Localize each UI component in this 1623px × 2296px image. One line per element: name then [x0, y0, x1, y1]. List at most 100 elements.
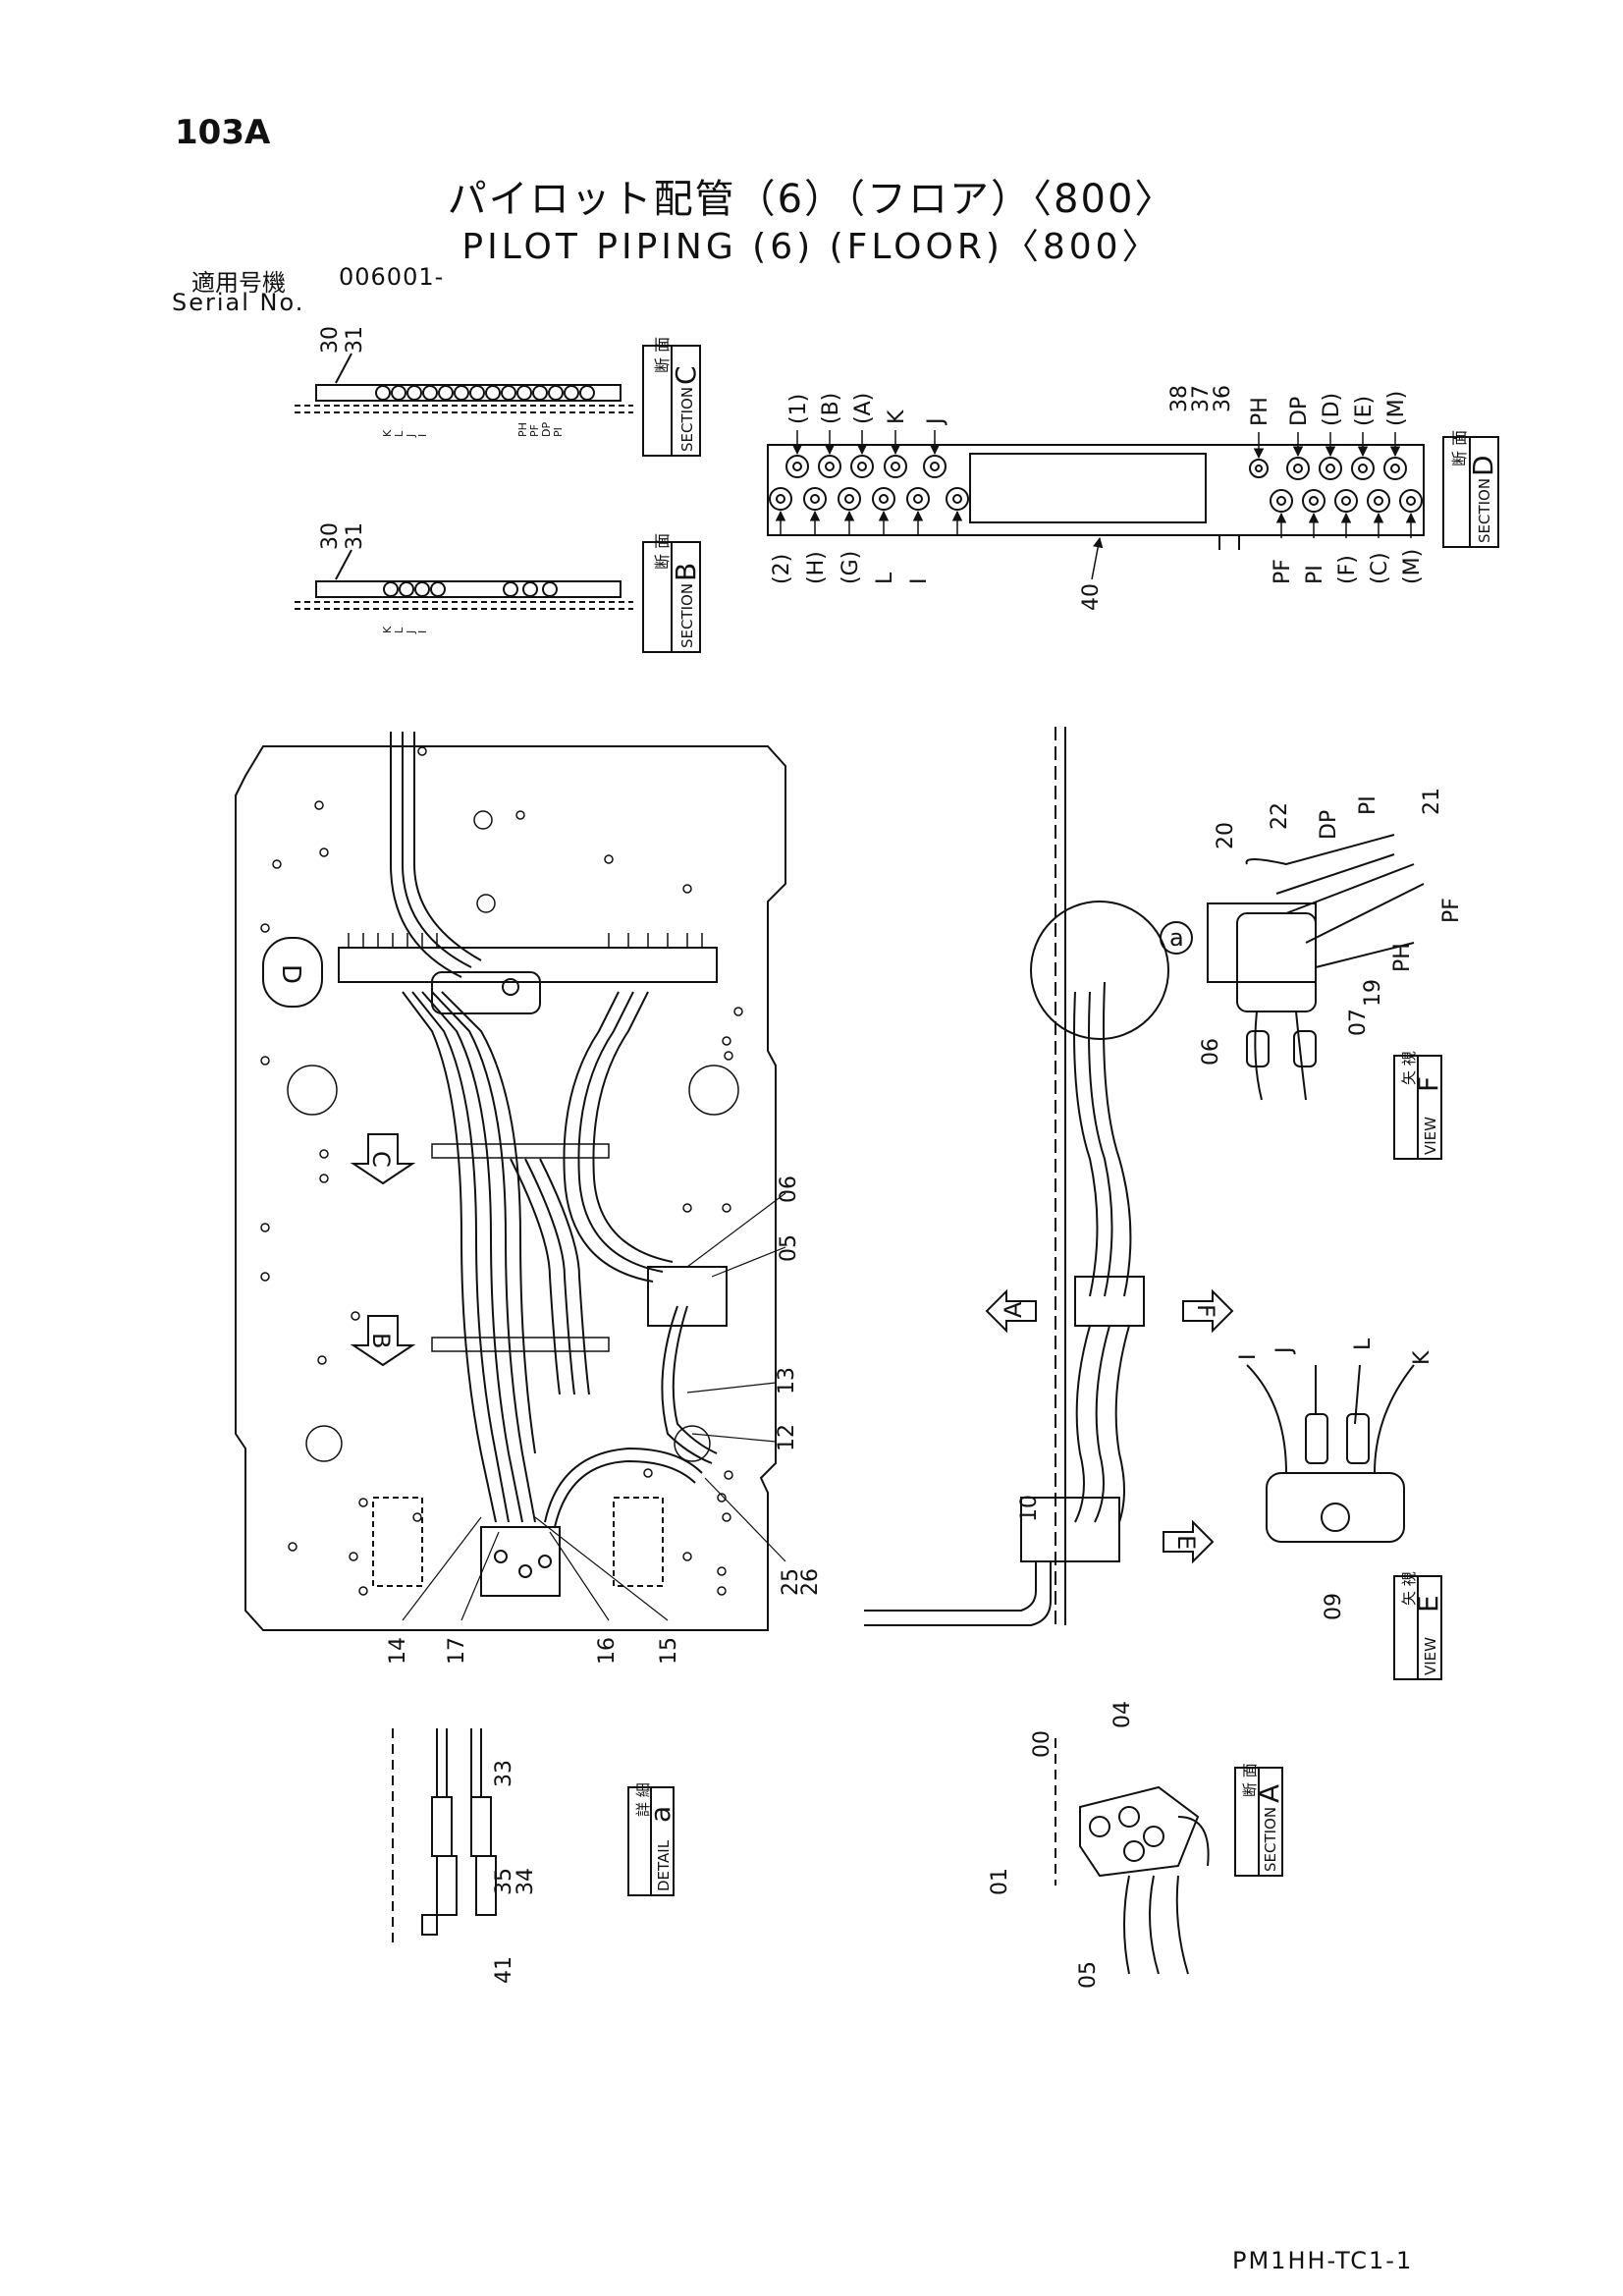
section-c-port-label: I: [416, 434, 429, 437]
view-f-part-22: 22: [1268, 802, 1292, 830]
section-a-label: SECTION: [1262, 1807, 1279, 1872]
view-e-part-09: 09: [1322, 1593, 1346, 1620]
main-part-25: 25: [779, 1568, 803, 1596]
section-d-top-port-label: (D): [1320, 393, 1344, 426]
section-d-part-40: 40: [1079, 583, 1104, 611]
main-part-14: 14: [386, 1637, 410, 1665]
detail-a-part-41: 41: [492, 1956, 516, 1984]
section-d-bottom-port-label: (H): [804, 551, 829, 584]
section-c-part-31: 31: [343, 326, 367, 354]
view-e-port-label: K: [1410, 1350, 1434, 1365]
floor-plate-outline: [235, 745, 786, 1631]
view-f-port-label: PH: [1390, 943, 1415, 972]
marker-f-letter: F: [1192, 1304, 1219, 1318]
detail-a-part-33: 33: [492, 1760, 516, 1787]
section-d-bottom-port-label: (M): [1400, 549, 1425, 584]
section-c-port-label: PF: [528, 424, 541, 437]
section-c-port-label: J: [405, 434, 417, 438]
section-b-label-jp: 断 面: [653, 533, 672, 570]
view-f-port-label: PI: [1356, 795, 1380, 815]
section-c-label: SECTION: [678, 387, 696, 452]
detail-a-part-34: 34: [514, 1868, 538, 1895]
view-e-port-label: L: [1351, 1338, 1376, 1350]
floor-plate-main-view: [235, 732, 786, 1631]
section-d-top-port-label: J: [924, 418, 948, 427]
main-part-17: 17: [445, 1637, 469, 1665]
main-part-06: 06: [777, 1175, 801, 1203]
section-d-part-36: 36: [1211, 385, 1235, 412]
view-f-label-jp: 矢 視: [1400, 1051, 1418, 1085]
section-a-part-01: 01: [988, 1868, 1012, 1895]
section-c-port-circles: [375, 385, 595, 401]
section-b-port-label: J: [405, 630, 417, 634]
detail-a-marker-letter: a: [1169, 924, 1184, 952]
section-d-leader-arrows: [775, 430, 1417, 580]
section-a-letter: A: [1253, 1784, 1285, 1803]
section-d-bottom-fittings: [769, 487, 1423, 513]
main-part-15: 15: [657, 1637, 681, 1665]
section-c-label-jp: 断 面: [653, 337, 672, 373]
section-a-part-00: 00: [1030, 1730, 1055, 1758]
marker-d-outline: [262, 937, 323, 1008]
section-d-bottom-port-label: L: [873, 572, 897, 584]
side-valve-upper: [1074, 1276, 1145, 1327]
section-a-label-jp: 断 面: [1241, 1763, 1259, 1797]
view-f-part-21: 21: [1420, 788, 1444, 815]
view-e-port-label: J: [1272, 1347, 1297, 1356]
section-b-part-31: 31: [343, 522, 367, 550]
marker-b-arrow: [350, 1315, 416, 1367]
page-number: 103A: [175, 113, 271, 152]
section-d-bottom-port-label: (F): [1335, 555, 1360, 584]
section-d-bottom-port-label: (2): [770, 554, 794, 584]
marker-c-arrow: [350, 1133, 416, 1185]
marker-a-arrow: [985, 1288, 1037, 1334]
section-c-port-label: K: [381, 429, 394, 437]
detail-a-part-35: 35: [492, 1868, 516, 1895]
marker-c-letter: C: [367, 1151, 395, 1168]
detail-a-view: [392, 1728, 675, 1944]
marker-d-letter: D: [276, 964, 305, 984]
section-a-part-04: 04: [1110, 1701, 1135, 1728]
floor-manifold-fittings: [348, 933, 703, 948]
section-c-port-label: DP: [540, 422, 553, 437]
main-part-13: 13: [775, 1367, 799, 1394]
view-e-label-jp: 矢 視: [1400, 1571, 1418, 1606]
section-d-bottom-port-label: PF: [1271, 559, 1295, 584]
section-b-port-label: K: [381, 626, 394, 633]
floor-plate-holes: [260, 746, 743, 1596]
view-e-letter: E: [1412, 1595, 1444, 1613]
floor-manifold-block: [338, 947, 718, 983]
view-e-port-label: I: [1236, 1354, 1261, 1361]
side-part-10: 10: [1017, 1495, 1042, 1522]
section-b-label: SECTION: [678, 583, 696, 648]
main-view-leaders: [402, 1192, 786, 1621]
pilot-hose-bundle: [390, 732, 718, 1528]
view-f-port-label: PF: [1439, 898, 1464, 923]
marker-e-letter: E: [1172, 1535, 1200, 1550]
section-b-port-label: L: [393, 627, 406, 633]
view-f-letter: F: [1412, 1076, 1444, 1092]
page-title-japanese: パイロット配管（6）（フロア）〈800〉: [447, 177, 1176, 222]
view-f-part-07: 07: [1346, 1009, 1371, 1036]
main-part-16: 16: [595, 1637, 620, 1665]
section-d-top-port-label: DP: [1287, 397, 1312, 426]
section-c-letter: C: [670, 365, 702, 385]
detail-a-label-jp: 詳 細: [634, 1782, 652, 1817]
section-d-bottom-port-label: I: [907, 578, 932, 585]
view-e-label: VIEW: [1422, 1637, 1439, 1675]
view-f-port-label: DP: [1317, 810, 1341, 840]
section-c-view: [295, 345, 701, 457]
section-d-top-port-label: (E): [1352, 396, 1377, 426]
section-a-view: [1055, 1738, 1283, 1975]
page-title-english: PILOT PIPING (6) (FLOOR)〈800〉: [461, 227, 1162, 267]
marker-e-arrow: [1163, 1519, 1215, 1564]
view-f-label: VIEW: [1422, 1117, 1439, 1155]
marker-a-letter: A: [1000, 1301, 1027, 1318]
main-part-12: 12: [775, 1424, 799, 1451]
section-b-part-30: 30: [318, 522, 343, 550]
section-a-part-05: 05: [1076, 1961, 1101, 1989]
section-d-label: SECTION: [1476, 478, 1493, 543]
serial-number-value: 006001-: [339, 263, 445, 291]
view-e-detail: [1246, 1364, 1442, 1680]
